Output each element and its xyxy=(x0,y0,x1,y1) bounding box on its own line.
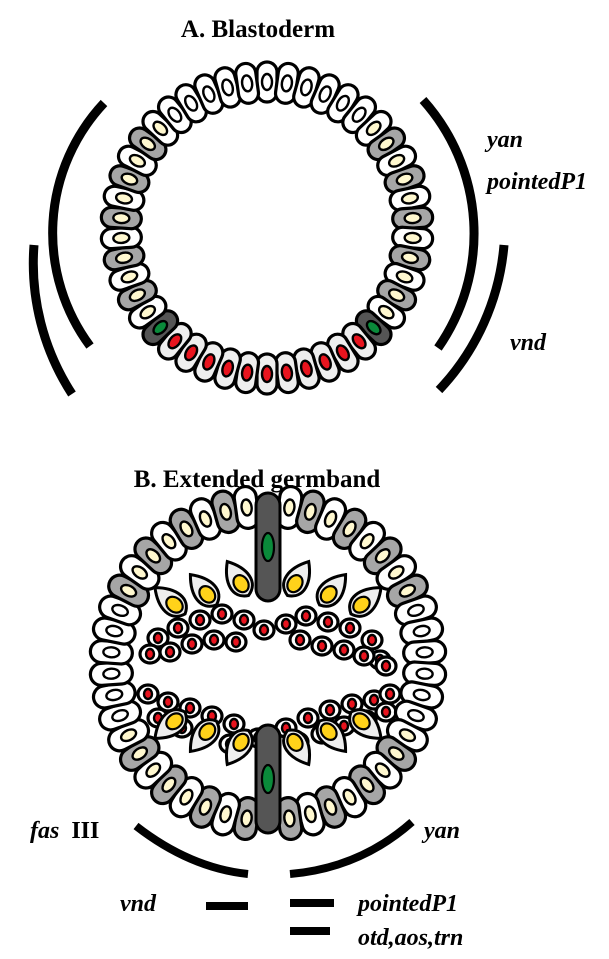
mesoderm-cell xyxy=(318,613,338,631)
blastoderm-cell xyxy=(257,62,277,102)
ectoderm-cell xyxy=(403,640,446,665)
label-otd-aos-trn: otd,aos,trn xyxy=(358,925,463,951)
label-pointedp1-a: pointedP1 xyxy=(485,169,587,195)
panel-b-extended-germband: B. Extended germband fas III yan vnd poi… xyxy=(30,466,463,951)
panel-a-title: A. Blastoderm xyxy=(181,16,335,43)
mesoderm-cell xyxy=(296,607,316,625)
blastoderm-cell xyxy=(392,207,433,230)
mesoderm-cell xyxy=(168,619,188,637)
mesoderm-cell xyxy=(320,701,340,719)
mesoderm-cell xyxy=(226,633,246,651)
label-pointedp1-b: pointedP1 xyxy=(356,891,458,917)
mesoderm-cell xyxy=(140,645,160,663)
label-fas-iii: fas III xyxy=(30,818,99,844)
panel-b-title: B. Extended germband xyxy=(134,466,381,493)
neuroblast-cell xyxy=(218,556,258,602)
label-yan-b: yan xyxy=(421,818,460,844)
label-vnd-a: vnd xyxy=(510,330,547,356)
mesoderm-cell xyxy=(138,685,158,703)
blastoderm-cell xyxy=(101,227,142,250)
mesoderm-cell xyxy=(340,619,360,637)
blastoderm-cell xyxy=(234,62,259,104)
neuroblast-cell xyxy=(311,567,354,612)
mesoderm-cell xyxy=(182,635,202,653)
mesoderm-cell xyxy=(334,641,354,659)
mesoderm-cell xyxy=(234,611,254,629)
label-vnd-b: vnd xyxy=(120,891,157,917)
label-fas: fas xyxy=(30,818,59,844)
blastoderm-cell xyxy=(257,354,277,394)
mesoderm-cell xyxy=(298,709,318,727)
arc-left-inner xyxy=(53,103,104,346)
mesoderm-cell xyxy=(290,631,310,649)
mesoderm-cell xyxy=(160,643,180,661)
blastoderm-cell-ring xyxy=(101,62,434,394)
midline-cell xyxy=(256,493,280,601)
mesoderm-cell xyxy=(204,631,224,649)
mesoderm-cell xyxy=(276,615,296,633)
mesoderm-cell xyxy=(376,703,396,721)
mesoderm-cell xyxy=(380,685,400,703)
midline-cell xyxy=(256,725,280,833)
mesoderm-cell xyxy=(254,621,274,639)
label-yan-a: yan xyxy=(484,127,523,153)
mesoderm-cell xyxy=(212,605,232,623)
ectoderm-cell xyxy=(90,661,133,686)
mesoderm-cell xyxy=(312,637,332,655)
neuroblast-cell xyxy=(278,556,318,602)
mesoderm-cell xyxy=(190,611,210,629)
label-iii: III xyxy=(71,818,99,844)
mesoderm-cell xyxy=(376,657,396,675)
panel-a-blastoderm: A. Blastoderm yan pointedP1 vnd xyxy=(33,16,587,394)
mesoderm-cell xyxy=(354,647,374,665)
germband-midline-cells xyxy=(256,493,280,833)
